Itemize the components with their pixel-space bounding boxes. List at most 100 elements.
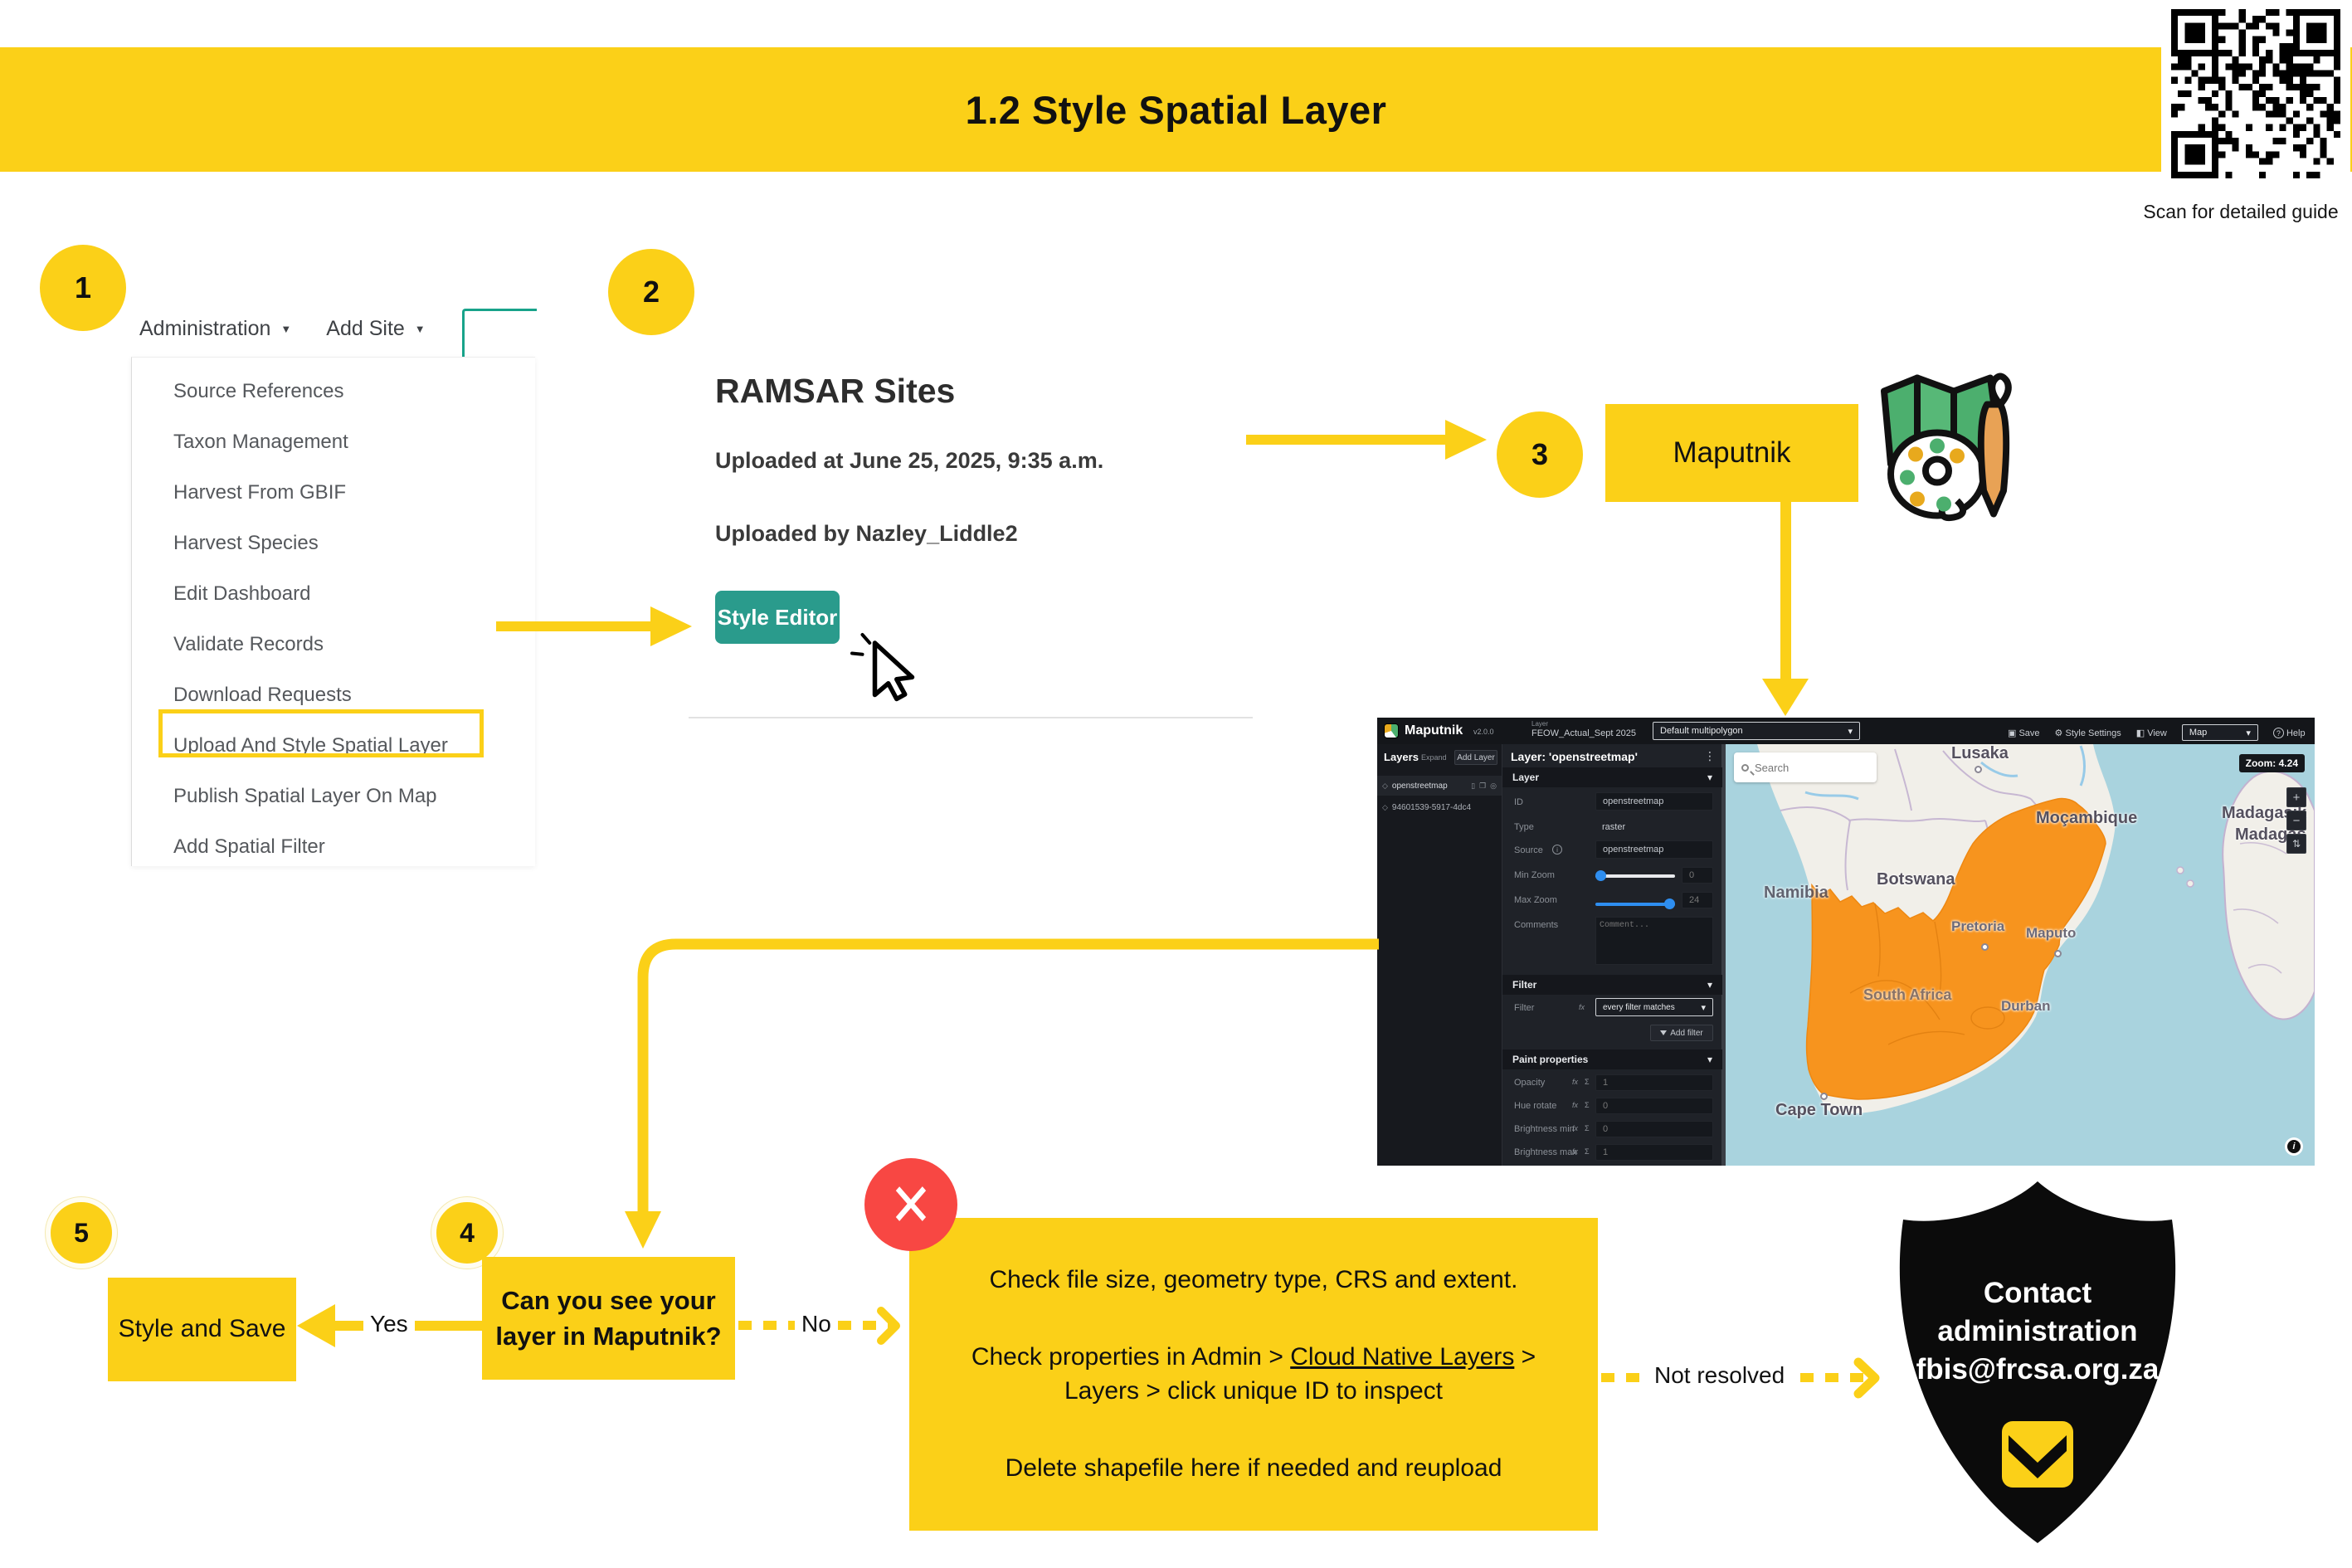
contact-line-2: administration [1937, 1315, 2137, 1347]
qr-card [2161, 2, 2350, 197]
map-search-box[interactable] [1734, 752, 1877, 782]
menu-item-harvest-species[interactable]: Harvest Species [132, 518, 535, 568]
sigma-icon[interactable]: Σ [1585, 1147, 1590, 1156]
trash-icon[interactable]: ▯ [1471, 781, 1476, 790]
city-marker [1975, 766, 1982, 773]
add-layer-button[interactable]: Add Layer [1454, 750, 1497, 765]
step-number: 2 [642, 275, 660, 309]
view-button[interactable]: ◧ View [2136, 728, 2167, 738]
field-text: openstreetmap [1603, 845, 1664, 855]
map-label-mocambique: Moçambique [2036, 809, 2138, 827]
sigma-icon[interactable]: Σ [1585, 1101, 1590, 1109]
fx-icon[interactable]: fx [1572, 1101, 1579, 1109]
not-resolved-label: Not resolved [1648, 1361, 1792, 1390]
map-label-south-africa: South Africa [1863, 986, 1952, 1003]
qr-code [2171, 9, 2340, 178]
diamond-icon: ◇ [1382, 802, 1388, 811]
menu-item-label: Upload And Style Spatial Layer [173, 733, 448, 757]
chevron-down-icon: ▾ [1848, 726, 1853, 737]
help-button[interactable]: ? Help [2272, 727, 2306, 738]
menu-item-add-spatial-filter[interactable]: Add Spatial Filter [132, 821, 535, 872]
uploaded-at: Uploaded at June 25, 2025, 9:35 a.m. [715, 448, 1104, 473]
map-search-input[interactable] [1755, 761, 1863, 774]
fx-icon[interactable]: fx [1572, 1124, 1579, 1132]
style-settings-button[interactable]: ⚙ Style Settings [2055, 728, 2121, 738]
menu-item-edit-dashboard[interactable]: Edit Dashboard [132, 568, 535, 619]
menu-administration[interactable]: Administration [139, 317, 271, 340]
maputnik-label: Maputnik [1673, 436, 1791, 469]
menu-item-publish-spatial-layer-on-map[interactable]: Publish Spatial Layer On Map [132, 771, 535, 821]
menu-item-taxon-management[interactable]: Taxon Management [132, 416, 535, 467]
prop-label-id: ID [1514, 797, 1523, 807]
attribution-button[interactable]: i [2285, 1137, 2303, 1156]
save-button[interactable]: ▣ Save [2008, 728, 2040, 738]
paint-label-hue-rotate: Hue rotate [1514, 1101, 1557, 1111]
style-settings-label: Style Settings [2065, 728, 2121, 738]
arrow-head-down-icon [1762, 679, 1809, 716]
slider-knob[interactable] [1664, 898, 1675, 909]
style-editor-button[interactable]: Style Editor [715, 591, 840, 644]
prop-value-source[interactable]: openstreetmap [1595, 840, 1713, 859]
zoom-out-button[interactable]: − [2286, 811, 2306, 830]
paint-value-hue-rotate[interactable]: 0 [1595, 1098, 1713, 1114]
max-zoom-slider[interactable] [1595, 898, 1675, 909]
maputnik-screenshot: Maputnik v2.0.0 Layer FEOW_Actual_Sept 2… [1377, 718, 2315, 1166]
comments-textarea[interactable] [1595, 917, 1713, 965]
duplicate-icon[interactable]: ❐ [1479, 781, 1487, 790]
paint-value-opacity[interactable]: 1 [1595, 1074, 1713, 1091]
min-zoom-slider[interactable] [1595, 870, 1675, 881]
section-paint-properties[interactable]: Paint properties ▾ [1502, 1049, 1722, 1069]
field-text: 0 [1689, 870, 1695, 880]
section-filter[interactable]: Filter ▾ [1502, 975, 1722, 995]
min-zoom-value[interactable]: 0 [1682, 867, 1713, 884]
layer-list-item-shapefile[interactable]: ◇ 94601539-5917-4dc4 [1377, 797, 1502, 817]
menu-item-harvest-from-gbif[interactable]: Harvest From GBIF [132, 467, 535, 518]
slider-knob[interactable] [1595, 870, 1606, 881]
filter-select-value: every filter matches [1603, 1002, 1675, 1012]
section-layer[interactable]: Layer ▾ [1502, 767, 1722, 787]
prop-label-type: Type [1514, 822, 1534, 832]
prop-value-id[interactable]: openstreetmap [1595, 792, 1713, 811]
step-number: 5 [74, 1217, 89, 1248]
menu-item-source-references[interactable]: Source References [132, 366, 535, 416]
menu-item-label: Add Spatial Filter [173, 835, 325, 858]
menu-item-validate-records[interactable]: Validate Records [132, 619, 535, 670]
map-canvas[interactable]: Lusaka Moçambique Madagasik Madagas Bots… [1726, 744, 2315, 1166]
arrow-head-right-icon [650, 606, 692, 646]
fx-icon[interactable]: fx [1572, 1078, 1579, 1086]
funnel-icon [1660, 1030, 1668, 1035]
menu-add-site[interactable]: Add Site [326, 317, 405, 340]
compass-button[interactable]: ⇅ [2286, 834, 2306, 854]
scrollbar[interactable] [1721, 744, 1726, 1166]
zoom-in-button[interactable]: + [2286, 787, 2306, 807]
menu-item-download-requests[interactable]: Download Requests [132, 670, 535, 720]
sigma-icon[interactable]: Σ [1585, 1078, 1590, 1086]
layer-caption: Layer [1531, 720, 1549, 728]
chevron-down-icon: ▼ [414, 323, 426, 335]
paint-value-brightness-max[interactable]: 1 [1595, 1144, 1713, 1161]
layer-list-label: 94601539-5917-4dc4 [1391, 802, 1472, 812]
view-mode-select[interactable]: Map ▾ [2181, 724, 2258, 741]
map-label-pretoria: Pretoria [1951, 918, 2005, 934]
layer-list-item-openstreetmap[interactable]: ◇ openstreetmap ▯ ❐ ◎ [1377, 776, 1502, 796]
kebab-menu-icon[interactable]: ⋮ [1704, 749, 1716, 762]
menu-item-label: Source References [173, 379, 344, 402]
style-and-save-label: Style and Save [118, 1315, 286, 1343]
fx-icon[interactable]: fx [1579, 1003, 1585, 1011]
step-badge-2: 2 [608, 249, 694, 335]
chevron-down-icon: ▾ [1701, 1002, 1706, 1013]
visibility-icon[interactable]: ◎ [1490, 781, 1497, 790]
expand-button[interactable]: Expand [1421, 753, 1447, 762]
view-mode-value: Map [2189, 728, 2208, 738]
filter-select[interactable]: every filter matches ▾ [1595, 998, 1713, 1016]
paint-value-brightness-min[interactable]: 0 [1595, 1121, 1713, 1137]
menu-item-upload-and-style-spatial-layer[interactable]: Upload And Style Spatial Layer [132, 720, 535, 771]
fx-icon[interactable]: fx [1572, 1147, 1579, 1156]
menu-item-label: Harvest Species [173, 531, 319, 554]
style-select[interactable]: Default multipolygon ▾ [1653, 722, 1860, 740]
sigma-icon[interactable]: Σ [1585, 1124, 1590, 1132]
section-title: Paint properties [1512, 1054, 1589, 1065]
max-zoom-value[interactable]: 24 [1682, 892, 1713, 908]
add-filter-button[interactable]: Add filter [1650, 1025, 1713, 1041]
minus-icon: − [2292, 813, 2301, 828]
